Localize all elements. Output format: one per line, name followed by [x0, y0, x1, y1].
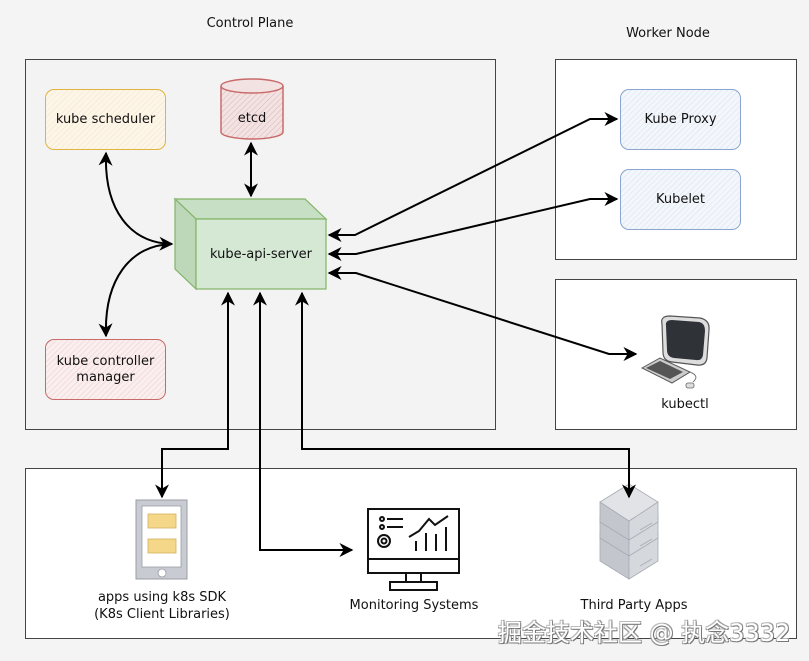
monitoring-label: Monitoring Systems	[349, 598, 479, 613]
arrow-api-kubeproxy	[327, 112, 619, 242]
kube-scheduler-label: kube scheduler	[55, 111, 156, 127]
control-plane-title: Control Plane	[206, 16, 294, 31]
kubectl-label: kubectl	[661, 397, 709, 412]
kube-proxy-node[interactable]: Kube Proxy	[620, 89, 741, 150]
watermark: 掘金技术社区 @ 执念3332	[498, 619, 791, 647]
etcd-label: etcd	[237, 111, 267, 126]
etcd-icon[interactable]	[220, 78, 284, 140]
arrow-api-third-party	[295, 291, 636, 499]
arrow-scheduler-api	[98, 151, 174, 251]
kubectl-computer-icon[interactable]	[640, 315, 710, 389]
arrow-api-kubelet	[327, 192, 619, 261]
sdk-apps-phone-icon[interactable]	[135, 499, 188, 580]
kubelet-node[interactable]: Kubelet	[620, 169, 741, 230]
controller-manager-label-line1: kube controller	[56, 353, 155, 369]
sdk-apps-label-line2: (K8s Client Libraries)	[94, 607, 230, 622]
third-party-label: Third Party Apps	[580, 598, 688, 613]
arrow-api-kubectl	[327, 266, 638, 361]
api-server-label: kube-api-server	[210, 247, 312, 262]
arrow-controller-api	[98, 243, 173, 338]
kube-proxy-label: Kube Proxy	[644, 111, 717, 127]
arrow-api-sdk-apps	[155, 291, 235, 499]
api-server-box-icon[interactable]	[173, 197, 328, 291]
sdk-apps-label-line1: apps using k8s SDK	[97, 590, 227, 605]
arrow-api-monitoring	[253, 291, 354, 557]
monitoring-dashboard-icon[interactable]	[367, 508, 460, 591]
controller-manager-label-line2: manager	[76, 369, 135, 385]
worker-node-title: Worker Node	[626, 26, 710, 41]
kubelet-label: Kubelet	[655, 191, 706, 207]
kube-controller-manager-node[interactable]: kube controller manager	[45, 339, 166, 400]
third-party-server-stack-icon[interactable]	[599, 483, 659, 580]
kube-scheduler-node[interactable]: kube scheduler	[45, 89, 166, 150]
